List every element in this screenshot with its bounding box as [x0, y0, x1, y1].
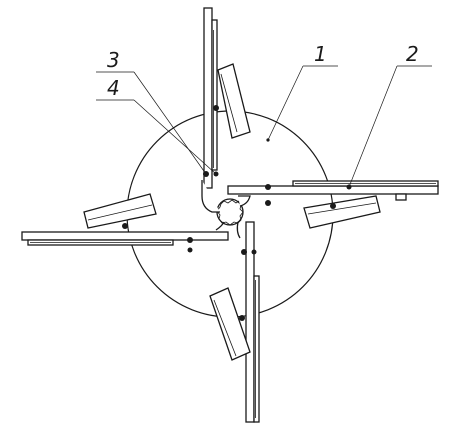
bolt-right-3	[265, 200, 271, 206]
bolt-bottom-1	[241, 249, 247, 255]
callout-2: 2	[406, 42, 419, 66]
bolt-left-3	[187, 247, 193, 253]
bolt-left-1	[122, 223, 128, 229]
blade-assembly-left	[21, 193, 229, 253]
bolt-right-1	[265, 184, 271, 190]
blade-left-plate	[21, 231, 229, 241]
hammer-left	[83, 193, 157, 229]
blade-right-plate	[227, 185, 439, 195]
hammer-top	[217, 63, 251, 139]
blade-assembly-top	[201, 7, 251, 213]
blade-top-plate	[203, 7, 213, 189]
bolt-bottom-2	[251, 249, 257, 255]
blade-assembly-right	[227, 180, 439, 229]
blade-assembly-bottom	[209, 221, 260, 423]
bolt-left-2	[187, 237, 193, 243]
callout-1: 1	[314, 42, 327, 66]
hammer-right	[303, 195, 381, 229]
callout-3: 3	[107, 48, 120, 72]
bolt-top-1	[213, 105, 219, 111]
bolt-bottom-3	[239, 315, 245, 321]
hammer-bottom	[209, 287, 251, 361]
bolt-right-4	[330, 203, 336, 209]
hub-spline	[216, 198, 244, 226]
callout-4: 4	[107, 76, 120, 100]
leader-lines	[96, 65, 432, 188]
